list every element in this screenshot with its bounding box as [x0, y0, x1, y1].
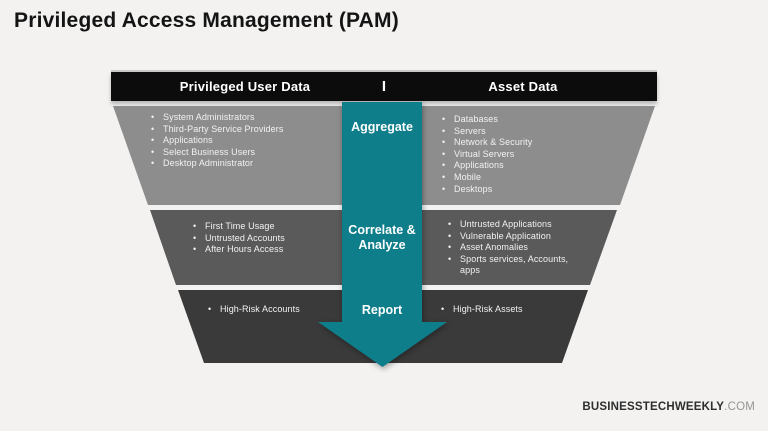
header-divider: I: [381, 78, 387, 95]
tier2-left-list: First Time Usage Untrusted Accounts Afte…: [192, 221, 362, 256]
list-item: Virtual Servers: [441, 149, 611, 161]
brand-watermark: BUSINESSTECHWEEKLY.COM: [582, 401, 755, 413]
list-item: Desktop Administrator: [150, 158, 335, 170]
brand-name: BUSINESSTECHWEEKLY: [582, 401, 725, 413]
list-item: Select Business Users: [150, 147, 335, 159]
header-left-label: Privileged User Data: [179, 79, 311, 94]
tier1-left-list: System Administrators Third-Party Servic…: [150, 112, 335, 170]
stage-label-report: Report: [361, 303, 403, 317]
list-item: Network & Security: [441, 137, 611, 149]
tier3-right-list: High-Risk Assets: [440, 304, 610, 316]
brand-tld: .COM: [724, 401, 755, 413]
list-item: Sports services, Accounts, apps: [447, 254, 573, 277]
list-item: Mobile: [441, 172, 611, 184]
list-item: Untrusted Accounts: [192, 233, 362, 245]
tier2-right-list: Untrusted Applications Vulnerable Applic…: [447, 219, 573, 277]
list-item: System Administrators: [150, 112, 335, 124]
tier3-left-list: High-Risk Accounts: [207, 304, 377, 316]
list-item: Applications: [150, 135, 335, 147]
list-item: Servers: [441, 126, 611, 138]
arrow-head: [318, 322, 447, 367]
funnel-header-bar: Privileged User Data I Asset Data: [111, 72, 657, 101]
list-item: Untrusted Applications: [447, 219, 573, 231]
arrow-down-icon: [318, 102, 447, 368]
stage-label-aggregate: Aggregate: [351, 120, 413, 134]
list-item: After Hours Access: [192, 244, 362, 256]
list-item: Asset Anomalies: [447, 242, 573, 254]
page-title: Privileged Access Management (PAM): [14, 9, 399, 32]
stage-label-correlate-analyze: Correlate & Analyze: [348, 223, 416, 252]
tier1-right-list: Databases Servers Network & Security Vir…: [441, 114, 611, 195]
list-item: High-Risk Assets: [440, 304, 610, 316]
header-right-label: Asset Data: [488, 79, 558, 94]
list-item: High-Risk Accounts: [207, 304, 377, 316]
list-item: Databases: [441, 114, 611, 126]
list-item: Third-Party Service Providers: [150, 124, 335, 136]
arrow-stem: [342, 102, 422, 322]
list-item: Applications: [441, 160, 611, 172]
list-item: First Time Usage: [192, 221, 362, 233]
list-item: Desktops: [441, 184, 611, 196]
list-item: Vulnerable Application: [447, 231, 573, 243]
